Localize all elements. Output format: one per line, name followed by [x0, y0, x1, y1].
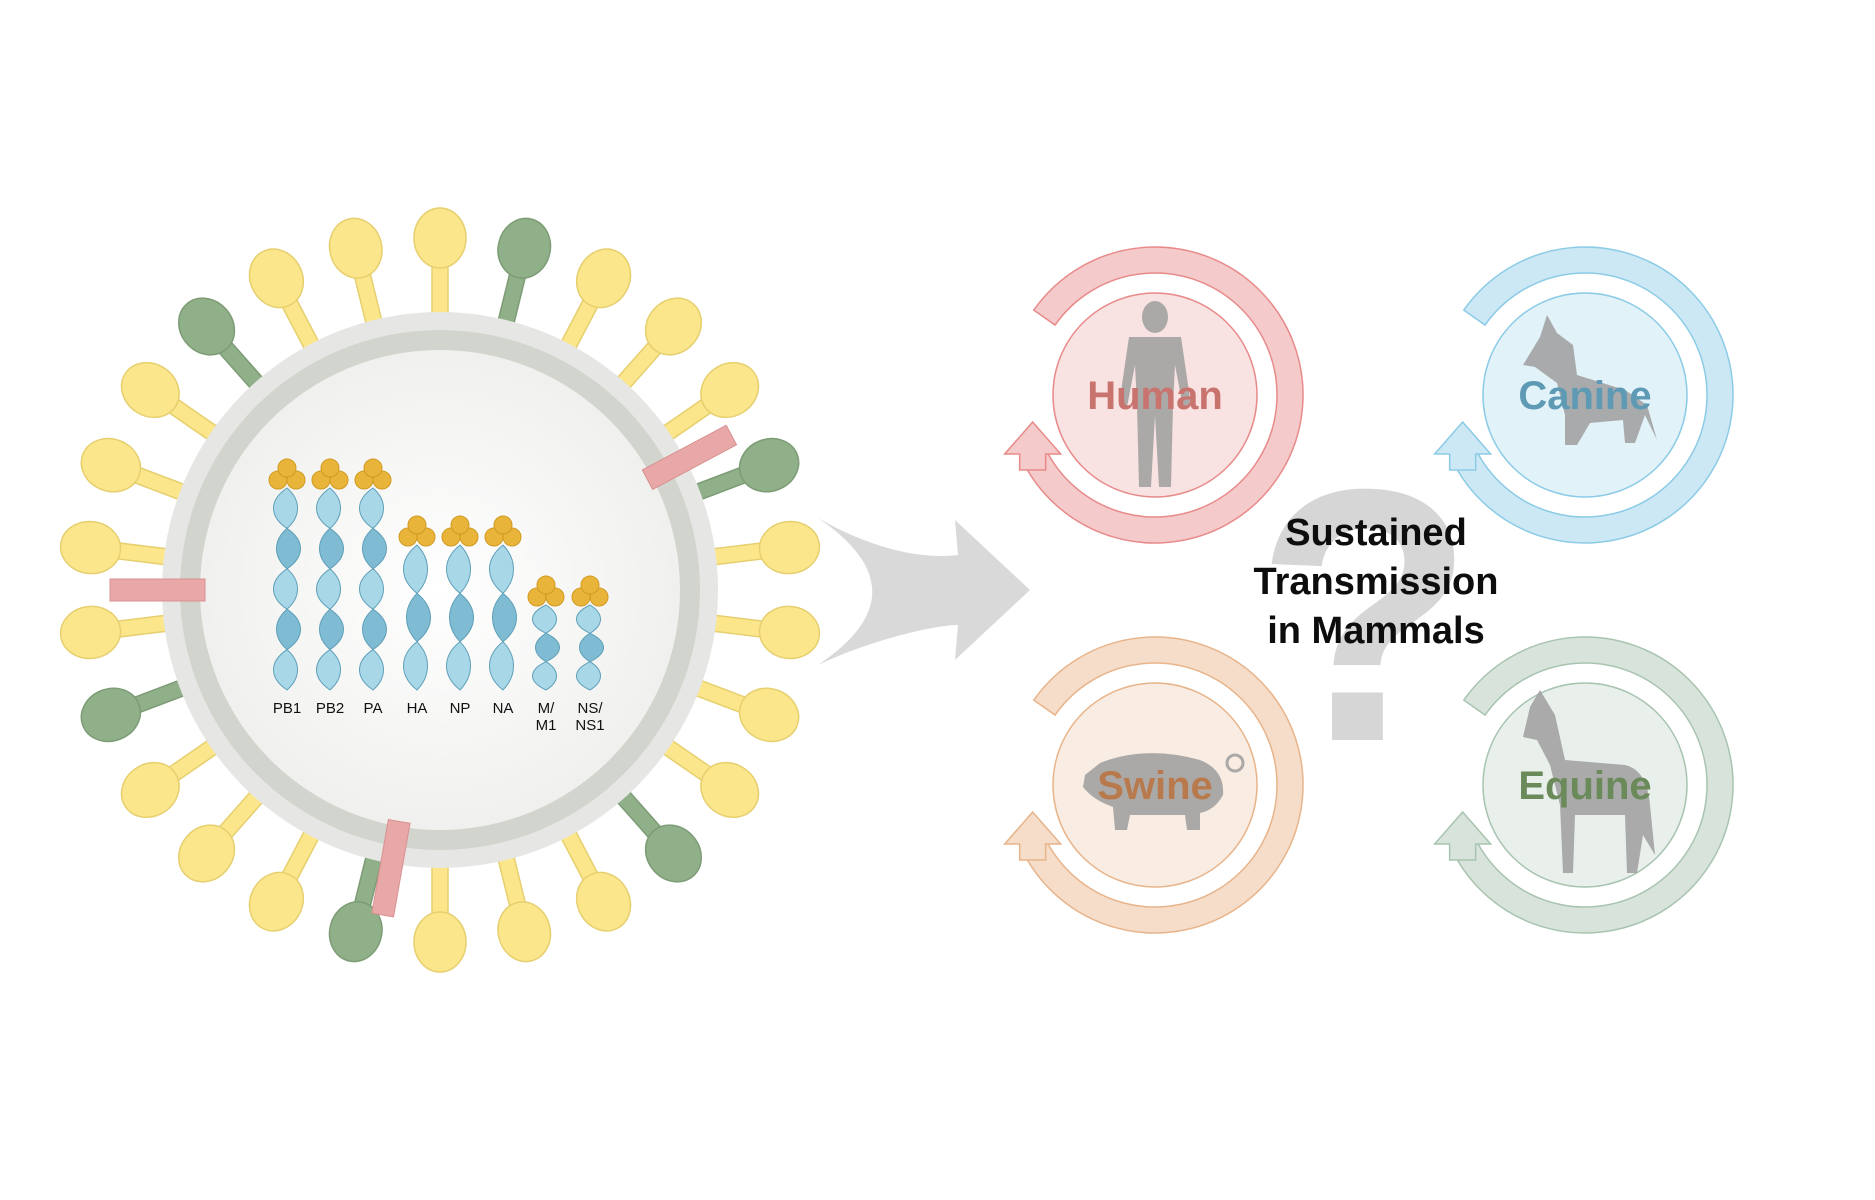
host-label: Swine: [1097, 764, 1213, 808]
host-cycle-human: Human: [1002, 246, 1304, 544]
curved-arrow-icon: [818, 518, 1030, 665]
cycle-arrowhead: [1432, 420, 1493, 471]
segment-label: HA: [407, 700, 428, 717]
host-cycle-canine: Canine: [1432, 246, 1734, 544]
cycle-arrowhead: [1432, 810, 1493, 861]
m2-channel: [109, 578, 206, 602]
host-cycle-swine: Swine: [1002, 636, 1304, 934]
virion-interior: [200, 350, 680, 830]
dog-silhouette-icon: [1523, 315, 1657, 445]
horse-silhouette-icon: [1523, 690, 1655, 873]
cycle-ring: [1449, 636, 1734, 934]
cycle-arrowhead: [1002, 810, 1063, 861]
center-title: Sustained Transmission in Mammals: [1254, 512, 1499, 652]
segment-label: PB2: [316, 700, 344, 717]
question-mark-icon: ?: [1255, 415, 1475, 817]
host-label: Human: [1087, 374, 1223, 418]
segment-label: NP: [450, 700, 471, 717]
cycle-arrowhead: [1002, 420, 1063, 471]
title-line-2: Transmission: [1254, 561, 1499, 603]
rna-segment: PA: [354, 458, 392, 717]
m2-channel: [371, 818, 411, 918]
neuraminidase-spike: [493, 217, 552, 344]
rna-segment: HA: [398, 515, 436, 717]
hemagglutinin-spike: [413, 844, 467, 973]
title-line-1: Sustained: [1285, 512, 1467, 554]
cycle-ring: [1019, 246, 1304, 544]
rna-segments: PB1 PB2 PA HA NP NA M/M1 NS/NS1: [268, 458, 609, 734]
m2-channel: [641, 424, 738, 491]
rna-segment: NA: [484, 515, 522, 717]
segment-label: M/M1: [536, 700, 557, 734]
rna-segment: NS/NS1: [571, 575, 609, 734]
title-line-3: in Mammals: [1267, 610, 1485, 652]
cycle-ring: [1449, 246, 1734, 544]
host-label: Canine: [1518, 374, 1651, 418]
rna-segment: PB1: [268, 458, 306, 717]
rna-segment: NP: [441, 515, 479, 717]
rna-segment: PB2: [311, 458, 349, 717]
segment-label: NS/NS1: [575, 700, 604, 734]
host-label: Equine: [1518, 764, 1651, 808]
m2-ion-channels: [109, 424, 738, 918]
host-cycle-equine: Equine: [1432, 636, 1734, 934]
influenza-virion: PB1 PB2 PA HA NP NA M/M1 NS/NS1: [59, 207, 821, 973]
rna-segment: M/M1: [527, 575, 565, 734]
human-silhouette-icon: [1119, 301, 1191, 487]
cycle-ring: [1019, 636, 1304, 934]
segment-label: NA: [493, 700, 514, 717]
hemagglutinin-spike: [248, 248, 327, 367]
segment-label: PB1: [273, 700, 301, 717]
pig-silhouette-icon: [1083, 753, 1245, 830]
segment-label: PA: [364, 700, 383, 717]
